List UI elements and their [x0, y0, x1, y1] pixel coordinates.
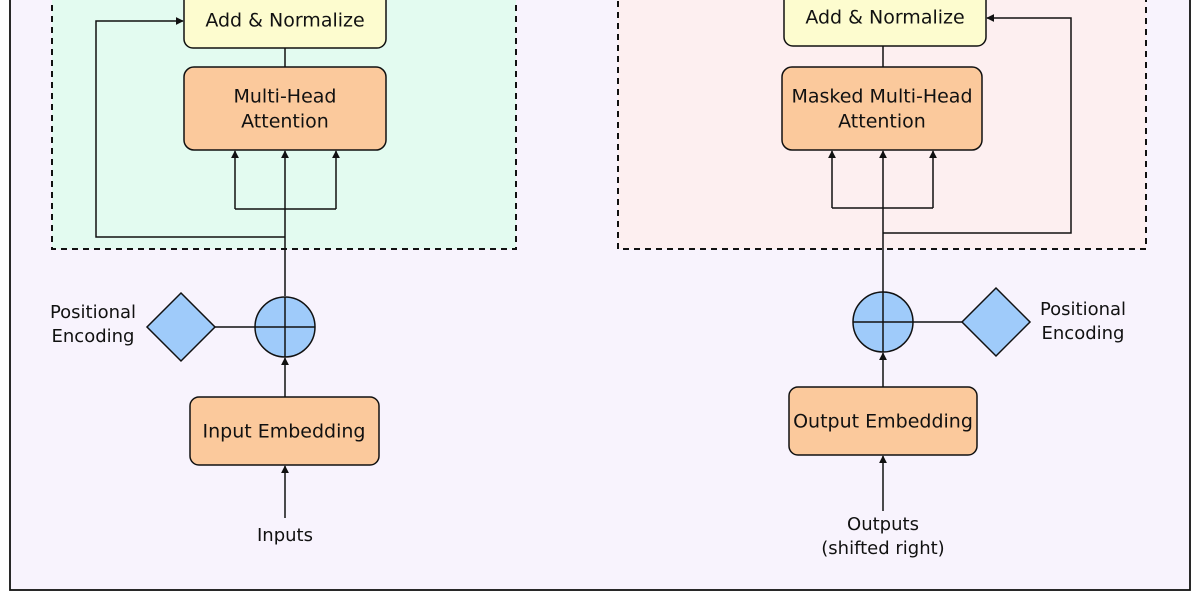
encoder-column: Add & Normalize Multi-Head Attention Pos… — [50, 0, 387, 546]
decoder-column: Add & Normalize Masked Multi-Head Attent… — [781, 0, 1126, 559]
decoder-attention-label-line1: Masked Multi-Head — [791, 86, 972, 108]
encoder-positional-label-line1: Positional — [50, 302, 136, 323]
inputs-label: Inputs — [257, 525, 313, 546]
input-embedding-label: Input Embedding — [202, 421, 365, 443]
decoder-residual-path — [883, 14, 1072, 234]
output-embedding-label: Output Embedding — [793, 411, 973, 433]
decoder-attention-label-line2: Attention — [838, 111, 926, 133]
decoder-positional-label-line2: Encoding — [1042, 323, 1125, 344]
encoder-positional-diamond — [145, 291, 217, 363]
encoder-residual-path — [95, 17, 285, 238]
input-embedding-box — [189, 396, 380, 466]
encoder-add-norm-label: Add & Normalize — [205, 10, 364, 32]
decoder-attention-box — [781, 66, 983, 151]
decoder-positional-diamond — [960, 286, 1032, 358]
encoder-attention-box — [183, 66, 387, 151]
decoder-positional-label-line1: Positional — [1040, 299, 1126, 320]
outputs-label-line2: (shifted right) — [821, 538, 944, 559]
decoder-add-norm-label: Add & Normalize — [805, 7, 964, 29]
encoder-attention-label-line1: Multi-Head — [234, 86, 337, 108]
outputs-label-line1: Outputs — [847, 514, 919, 535]
decoder-add-norm-box — [783, 0, 987, 47]
encoder-positional-label-line2: Encoding — [52, 326, 135, 347]
encoder-attention-label-line2: Attention — [241, 111, 329, 133]
output-embedding-box — [788, 386, 978, 456]
